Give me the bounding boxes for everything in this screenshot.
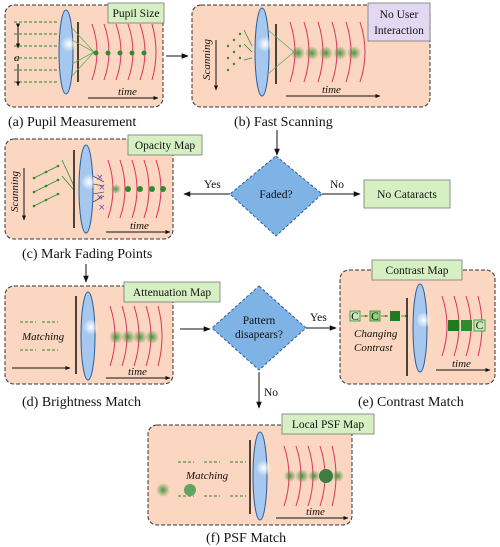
caption-c: (c) Mark Fading Points: [22, 247, 152, 262]
tag-contrast-map-label: Contrast Map: [386, 265, 449, 277]
tag-no-user-line2: Interaction: [374, 25, 424, 37]
decision-pattern-line2: disapears?: [235, 329, 283, 341]
tag-pupil-size: [107, 2, 165, 24]
changing-contrast-line1: Changing: [354, 328, 398, 340]
aperture-label: a: [14, 52, 20, 64]
time-axis-label-b: time: [322, 84, 341, 96]
decision-faded-yes: Yes: [204, 179, 221, 191]
lens: [80, 291, 96, 381]
decision-pattern-line1: Pattern: [243, 315, 276, 327]
tag-contrast-map: [371, 259, 463, 281]
decision-faded-no: No: [330, 179, 344, 191]
matching-label-d: Matching: [21, 331, 65, 343]
result-no-cataracts: [363, 179, 451, 209]
tag-no-user-line1: No User: [380, 9, 419, 21]
panel-mark-fading-points: Opacity Map Scanning ××××: [4, 134, 203, 240]
svg-text:×: ×: [96, 193, 104, 203]
time-axis-label-f: time: [306, 506, 325, 518]
caption-b: (b) Fast Scanning: [234, 115, 333, 130]
tag-pupil-size-label: Pupil Size: [113, 8, 160, 20]
caption-f: (f) PSF Match: [206, 531, 286, 546]
decision-pattern-yes: Yes: [310, 312, 327, 324]
time-axis-label-a: time: [118, 86, 137, 98]
tag-attenuation-map: [123, 281, 221, 303]
time-axis-label-e: time: [452, 358, 471, 370]
svg-text:×: ×: [98, 183, 106, 193]
caption-e: (e) Contrast Match: [358, 395, 464, 410]
tag-opacity-map-label: Opacity Map: [135, 140, 196, 152]
caption-d: (d) Brightness Match: [22, 395, 141, 410]
contrast-seq-letter-1: C: [351, 311, 359, 323]
time-axis-label-c: time: [130, 220, 149, 232]
changing-contrast-line2: Contrast: [354, 342, 393, 354]
panel-contrast-match: Contrast Map C C Changing Contrast C tim…: [339, 259, 496, 385]
tag-no-user-interaction: [367, 2, 431, 42]
tag-opacity-map: [127, 134, 203, 156]
lens: [254, 7, 270, 97]
decision-pattern-no: No: [264, 387, 278, 399]
panel-brightness-match: Attenuation Map Matching time: [4, 281, 221, 385]
panel-psf-match: Local PSF Map Matching time: [147, 413, 375, 526]
result-no-cataracts-label: No Cataracts: [377, 189, 437, 201]
matching-label-f: Matching: [185, 470, 229, 482]
svg-text:×: ×: [98, 203, 106, 213]
svg-text:×: ×: [96, 173, 104, 183]
decision-pattern: Pattern disapears?: [211, 285, 307, 371]
tag-local-psf-map: [281, 413, 375, 435]
decision-faded-question: Faded?: [259, 189, 292, 201]
lens: [58, 9, 74, 95]
contrast-out-letter: C: [476, 320, 484, 332]
time-axis-label-d: time: [128, 366, 147, 378]
scanning-label-b: Scanning: [201, 39, 213, 80]
panel-fast-scanning: No User Interaction Scanning time: [191, 2, 431, 108]
tag-local-psf-map-label: Local PSF Map: [292, 419, 364, 431]
contrast-seq-letter-2: C: [371, 311, 379, 323]
tag-attenuation-map-label: Attenuation Map: [133, 287, 211, 299]
panel-pupil-measurement: Pupil Size a time: [4, 2, 165, 108]
lens: [412, 283, 428, 373]
scanning-label-c: Scanning: [9, 171, 21, 212]
decision-faded: Faded?: [229, 155, 323, 237]
caption-a: (a) Pupil Measurement: [8, 115, 136, 130]
lens: [252, 431, 268, 521]
